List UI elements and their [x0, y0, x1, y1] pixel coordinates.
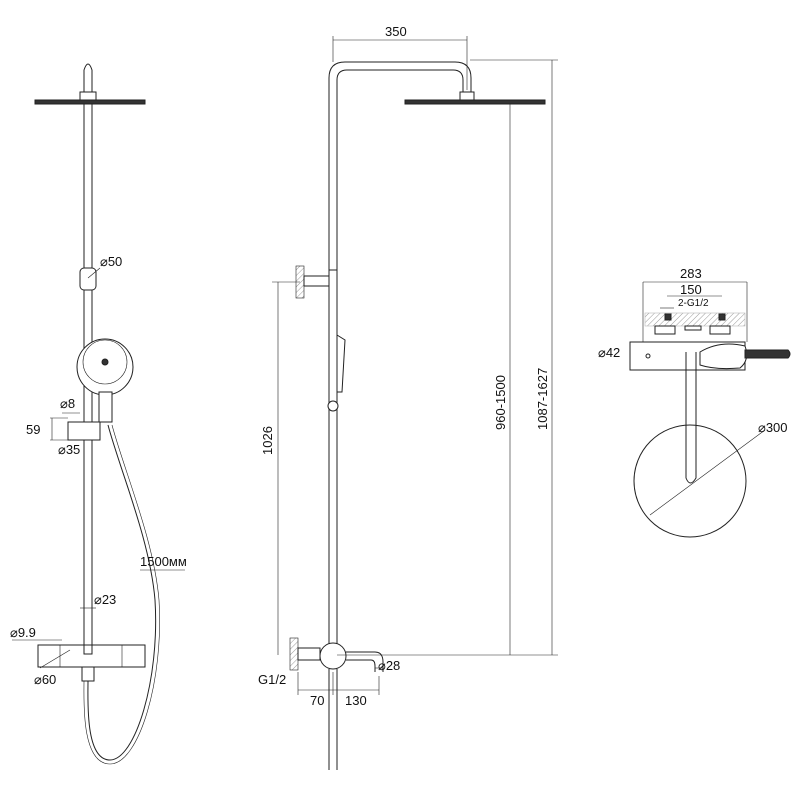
dim-inlet-thread-top: 2-G1/2 — [678, 298, 709, 309]
hand-shower — [76, 338, 134, 396]
dim-mixer-diameter: ⌀60 — [34, 672, 56, 687]
bath-spout — [346, 651, 384, 672]
hand-shower-top — [699, 343, 748, 370]
shower-arm-top — [83, 63, 93, 95]
dim-holder-diameter: ⌀35 — [58, 442, 80, 457]
dim-body-diameter: ⌀42 — [598, 345, 620, 360]
shower-arm — [328, 61, 472, 285]
thermostatic-mixer — [37, 644, 146, 668]
dim-holder-pin: ⌀8 — [60, 396, 75, 411]
shower-holder — [67, 421, 101, 441]
dim-bracket-height: 1026 — [260, 426, 275, 455]
rain-shower-head-side — [404, 99, 546, 105]
head-connector — [79, 91, 97, 101]
handle-top — [744, 349, 791, 359]
front-view: ⌀50 ⌀8 59 ⌀35 1500мм ⌀23 ⌀9.9 ⌀60 — [10, 63, 187, 765]
dim-spout-diameter: ⌀28 — [378, 658, 400, 673]
dim-rail-bracket: ⌀50 — [100, 254, 122, 269]
dim-spout-length: 130 — [345, 693, 367, 708]
dim-inlet-spacing: 150 — [680, 282, 702, 297]
dim-overall-width: 283 — [680, 266, 702, 281]
dim-inlet-thread: G1/2 — [258, 672, 286, 687]
dim-pole-diameter: ⌀23 — [94, 592, 116, 607]
shower-hose — [87, 424, 157, 761]
dim-holder-height: 59 — [26, 422, 40, 437]
pole-bracket — [79, 267, 97, 291]
dim-head-diameter: ⌀300 — [758, 420, 788, 435]
dim-wall-offset: 70 — [310, 693, 324, 708]
dim-adjustable-height: 960-1500 — [493, 375, 508, 430]
wall-section-top — [644, 312, 746, 327]
hand-shower-side — [336, 334, 346, 393]
hand-shower-handle — [98, 391, 113, 423]
mixer-side — [319, 642, 347, 670]
hose-side — [328, 669, 338, 770]
side-view: 350 1026 960-1500 1087-1627 G1/2 70 130 … — [258, 24, 558, 770]
dim-arm-reach: 350 — [385, 24, 407, 39]
rain-shower-head — [34, 99, 146, 105]
hose-outlet — [81, 666, 95, 682]
top-view: 283 150 2-G1/2 ⌀42 ⌀300 — [598, 266, 791, 538]
dim-hose-length: 1500мм — [140, 554, 187, 569]
shower-head-top — [633, 424, 747, 538]
dim-total-height: 1087-1627 — [535, 368, 550, 430]
pole-top — [685, 352, 697, 484]
shower-pole-side — [328, 269, 338, 651]
wall-bracket — [303, 275, 330, 287]
dim-outlet-diameter: ⌀9.9 — [10, 625, 36, 640]
